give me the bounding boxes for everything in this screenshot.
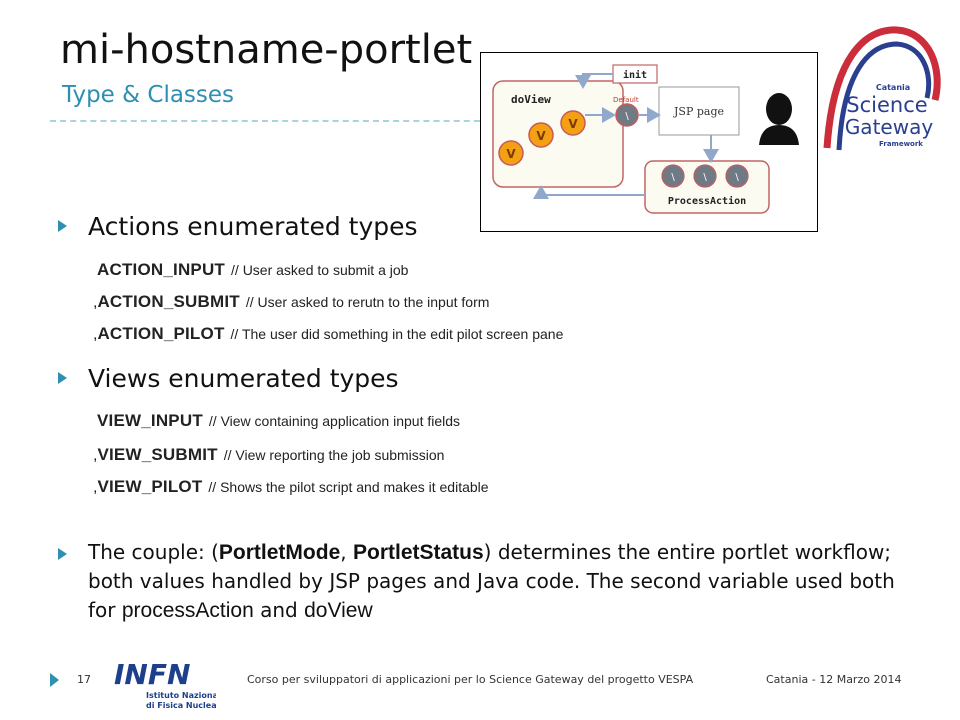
diagram-graphic: doView V V V init Default \ JSP page bbox=[492, 64, 799, 214]
logo-science: Science bbox=[846, 93, 927, 117]
logo-catania: Catania bbox=[876, 83, 910, 92]
bullet-arrow-icon bbox=[58, 372, 67, 384]
action-comment: // User asked to rerutn to the input for… bbox=[245, 294, 490, 310]
paragraph-text: The couple: (PortletMode, PortletStatus)… bbox=[88, 540, 895, 622]
init-arrow bbox=[575, 73, 613, 89]
infn-logo-text: INFN bbox=[114, 658, 190, 691]
title-divider bbox=[50, 120, 490, 122]
svg-text:\: \ bbox=[735, 172, 739, 183]
user-silhouette-icon bbox=[759, 93, 799, 145]
slide-subtitle: Type & Classes bbox=[62, 82, 235, 108]
slide-title: mi-hostname-portlet bbox=[60, 27, 473, 73]
action-comment: // The user did something in the edit pi… bbox=[230, 326, 564, 342]
view-code: VIEW_INPUT bbox=[97, 411, 203, 430]
processaction-label: ProcessAction bbox=[668, 195, 746, 207]
action-item: ,ACTION_PILOT// The user did something i… bbox=[93, 324, 564, 343]
bullet-arrow-icon bbox=[58, 220, 67, 232]
portlet-flow-diagram: doView V V V init Default \ JSP page bbox=[480, 52, 818, 232]
actions-heading: Actions enumerated types bbox=[88, 212, 418, 241]
jsp-page-box bbox=[658, 86, 740, 136]
svg-text:\: \ bbox=[671, 172, 675, 183]
actions-heading-bullet: Actions enumerated types bbox=[58, 212, 418, 241]
view-item: VIEW_INPUT // View containing application… bbox=[97, 411, 460, 431]
science-gateway-logo: Catania Science Gateway Framework bbox=[815, 18, 950, 168]
infn-logo-line1: Istituto Nazionale bbox=[146, 691, 216, 700]
view-item: ,VIEW_PILOT// Shows the pilot script and… bbox=[93, 477, 489, 496]
infn-logo-line2: di Fisica Nucleare bbox=[146, 701, 216, 710]
svg-text:\: \ bbox=[625, 111, 629, 122]
doview-box bbox=[492, 80, 624, 188]
view-node-1: V bbox=[498, 140, 524, 166]
action-item: ACTION_INPUT // User asked to submit a jo… bbox=[97, 260, 408, 280]
view-comment: // View reporting the job submission bbox=[223, 447, 445, 463]
footer-arrow-icon bbox=[50, 673, 59, 687]
view-code: VIEW_PILOT bbox=[97, 477, 203, 496]
doview-label: doView bbox=[511, 93, 551, 106]
portlet-workflow-paragraph: The couple: (PortletMode, PortletStatus)… bbox=[58, 538, 918, 625]
jsp-page-label: JSP page bbox=[673, 105, 724, 118]
process-to-doview-arrow bbox=[533, 185, 645, 199]
action-code: ACTION_INPUT bbox=[97, 260, 226, 279]
svg-text:V: V bbox=[506, 147, 516, 161]
view-code: VIEW_SUBMIT bbox=[97, 445, 218, 464]
action-code: ACTION_PILOT bbox=[97, 324, 225, 343]
footer-course-text: Corso per sviluppatori di applicazioni p… bbox=[247, 673, 694, 686]
process-node-2: \ bbox=[693, 164, 717, 188]
view-node-3: V bbox=[560, 110, 586, 136]
infn-logo: INFN Istituto Nazionale di Fisica Nuclea… bbox=[108, 656, 227, 714]
science-gateway-logo-graphic: Catania Science Gateway Framework bbox=[823, 26, 941, 151]
action-code: ACTION_SUBMIT bbox=[97, 292, 240, 311]
footer-date: Catania - 12 Marzo 2014 bbox=[766, 673, 902, 686]
infn-logo-graphic: INFN Istituto Nazionale di Fisica Nuclea… bbox=[114, 658, 227, 710]
logo-gateway: Gateway bbox=[845, 115, 934, 139]
view-comment: // Shows the pilot script and makes it e… bbox=[208, 479, 489, 495]
process-node-3: \ bbox=[725, 164, 749, 188]
processaction-term: processAction bbox=[121, 599, 254, 622]
view-item: ,VIEW_SUBMIT// View reporting the job su… bbox=[93, 445, 445, 464]
process-node-1: \ bbox=[661, 164, 685, 188]
views-heading-bullet: Views enumerated types bbox=[58, 364, 399, 393]
svg-text:V: V bbox=[568, 117, 578, 131]
views-heading: Views enumerated types bbox=[88, 364, 399, 393]
default-node: \ bbox=[615, 103, 639, 127]
svg-text:V: V bbox=[536, 129, 546, 143]
view-node-2: V bbox=[528, 122, 554, 148]
view-comment: // View containing application input fie… bbox=[208, 413, 461, 429]
action-item: ,ACTION_SUBMIT// User asked to rerutn to… bbox=[93, 292, 490, 311]
doview-term: doView bbox=[304, 599, 373, 622]
bullet-arrow-icon bbox=[58, 548, 67, 560]
portletmode-term: PortletMode bbox=[218, 541, 341, 564]
portletstatus-term: PortletStatus bbox=[352, 541, 484, 564]
default-label: Default bbox=[613, 96, 639, 104]
svg-text:\: \ bbox=[703, 172, 707, 183]
logo-framework: Framework bbox=[879, 140, 923, 148]
init-label: init bbox=[623, 69, 647, 81]
action-comment: // User asked to submit a job bbox=[231, 262, 409, 278]
page-number: 17 bbox=[77, 673, 91, 686]
